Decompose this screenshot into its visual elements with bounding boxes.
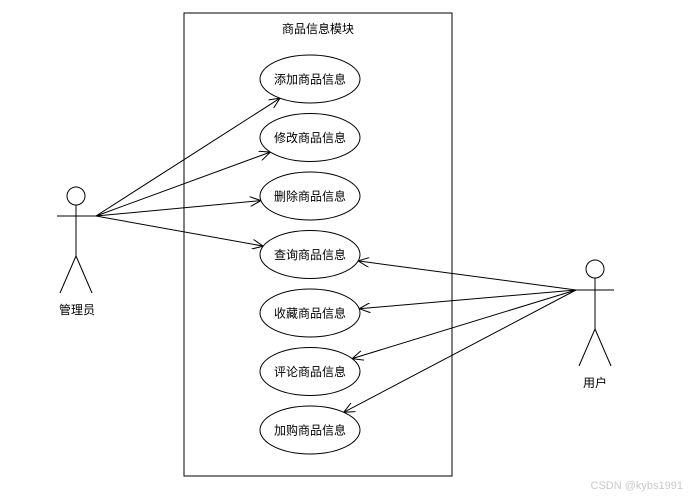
stick-figure-icon <box>57 186 96 294</box>
associations <box>95 98 577 412</box>
actor-user-label: 用户 <box>583 375 607 390</box>
use-case-delete: 删除商品信息 <box>259 171 361 221</box>
use-case-label: 加购商品信息 <box>274 423 346 438</box>
use-case-ellipse <box>259 171 361 221</box>
use-cases: 添加商品信息修改商品信息删除商品信息查询商品信息收藏商品信息评论商品信息加购商品… <box>259 54 361 455</box>
association-user-favorite <box>359 289 577 309</box>
use-case-label: 查询商品信息 <box>274 247 346 262</box>
system-boundary <box>183 12 453 477</box>
use-case-label: 添加商品信息 <box>274 72 346 87</box>
association-admin-edit <box>95 152 270 217</box>
use-case-ellipse <box>259 54 361 104</box>
use-case-favorite: 收藏商品信息 <box>259 288 361 338</box>
association-user-cart <box>344 289 577 412</box>
use-case-ellipse <box>259 405 361 455</box>
use-case-edit: 修改商品信息 <box>259 113 361 162</box>
association-user-review <box>352 289 577 359</box>
use-case-label: 修改商品信息 <box>274 130 346 145</box>
use-case-cart: 加购商品信息 <box>259 405 361 455</box>
boundary-title: 商品信息模块 <box>282 21 354 36</box>
actor-admin: 管理员 <box>57 186 96 317</box>
use-case-ellipse <box>259 288 361 338</box>
use-case-add: 添加商品信息 <box>259 54 361 104</box>
watermark: CSDN @kybs1991 <box>591 480 683 492</box>
use-case-ellipse <box>259 230 361 279</box>
use-case-query: 查询商品信息 <box>259 230 361 279</box>
association-admin-add <box>95 98 280 217</box>
actor-admin-label: 管理员 <box>59 302 95 317</box>
use-case-ellipse <box>259 347 361 396</box>
use-case-label: 删除商品信息 <box>274 189 346 204</box>
actor-user: 用户 <box>576 259 614 390</box>
association-user-query <box>358 261 577 291</box>
use-case-label: 评论商品信息 <box>274 364 346 379</box>
association-admin-delete <box>95 201 261 217</box>
association-admin-query <box>95 215 263 246</box>
use-case-label: 收藏商品信息 <box>274 306 346 321</box>
stick-figure-icon <box>576 259 614 367</box>
use-case-ellipse <box>259 113 361 162</box>
use-case-review: 评论商品信息 <box>259 347 361 396</box>
